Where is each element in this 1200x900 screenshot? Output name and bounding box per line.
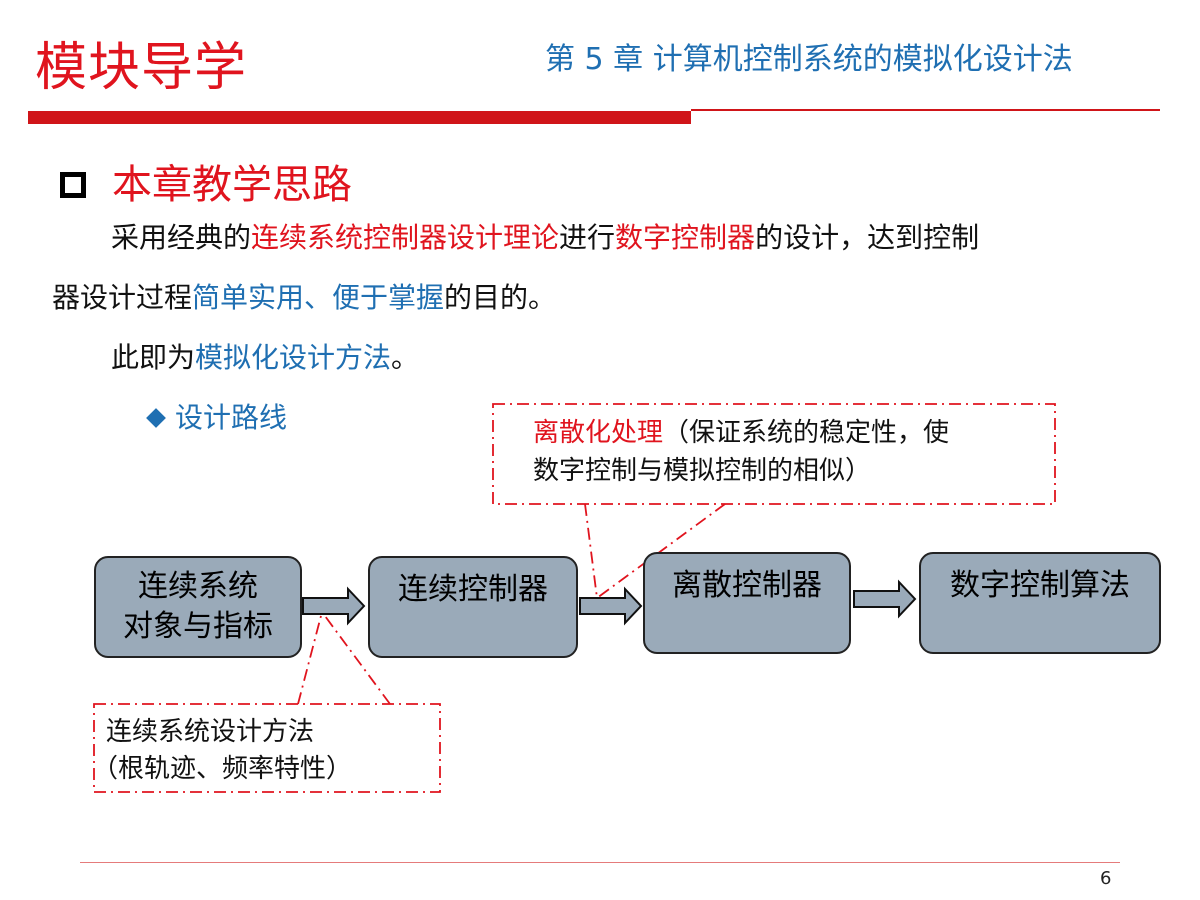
node-line: 连续控制器 <box>398 572 548 607</box>
bottom-note-connector-left <box>297 611 323 705</box>
flow-node-continuous-system: 连续系统 对象与指标 <box>94 556 302 658</box>
chapter-title: 第 5 章 计算机控制系统的模拟化设计法 <box>545 42 1073 77</box>
node-line: 离散控制器 <box>672 568 822 603</box>
square-bullet-icon <box>60 172 86 198</box>
flow-arrow-3 <box>853 579 917 619</box>
page-number: 6 <box>1100 868 1112 889</box>
flow-arrow-2 <box>579 586 643 626</box>
design-route-text: 设计路线 <box>175 401 288 434</box>
module-title: 模块导学 <box>35 38 248 98</box>
highlight-red: 连续系统控制器设计理论 <box>251 221 560 254</box>
flow-node-digital-algorithm: 数字控制算法 <box>919 552 1161 654</box>
highlight-blue: 模拟化设计方法 <box>195 341 392 374</box>
bottom-note-box <box>93 703 441 793</box>
paragraph-2: 此即为模拟化设计方法。 <box>111 338 419 378</box>
section-heading-text: 本章教学思路 <box>112 162 352 208</box>
flow-node-continuous-controller: 连续控制器 <box>368 556 578 658</box>
top-note-connector-right <box>596 503 726 599</box>
bottom-note-line-1: 连续系统设计方法 <box>106 717 315 747</box>
text-segment: 。 <box>391 341 420 374</box>
text-segment: 采用经典的 <box>111 221 252 254</box>
bottom-note-line-2: （根轨迹、频率特性） <box>92 754 353 784</box>
text-segment: 的目的。 <box>444 281 557 314</box>
node-line: 连续系统 <box>138 569 258 604</box>
paragraph-line-2: 器设计过程简单实用、便于掌握的目的。 <box>52 278 556 318</box>
top-note-connector-left <box>584 503 598 599</box>
design-route-label: 设计路线 <box>145 398 287 438</box>
text-segment: 此即为 <box>111 341 196 374</box>
text-segment: 的设计，达到控制 <box>755 221 980 254</box>
header-bar-thick <box>28 111 691 124</box>
highlight-blue: 简单实用、便于掌握 <box>192 281 445 314</box>
text-segment: 进行 <box>559 221 616 254</box>
top-note-line-2: 数字控制与模拟控制的相似） <box>533 456 872 486</box>
footer-divider <box>80 862 1120 863</box>
text-segment: （保证系统的稳定性，使 <box>663 418 950 448</box>
top-note-highlight: 离散化处理 <box>533 418 664 448</box>
flow-arrow-1 <box>302 586 366 626</box>
header-bar-thin <box>691 109 1160 111</box>
text-segment: 器设计过程 <box>52 281 193 314</box>
top-note-line-1: 离散化处理（保证系统的稳定性，使 <box>533 414 949 452</box>
paragraph-line-1: 采用经典的连续系统控制器设计理论进行数字控制器的设计，达到控制 <box>111 218 979 258</box>
node-line: 对象与指标 <box>123 609 273 644</box>
bottom-note-connector-right <box>321 611 391 705</box>
highlight-red: 数字控制器 <box>615 221 756 254</box>
node-line: 数字控制算法 <box>950 568 1130 603</box>
top-note-box <box>492 403 1056 505</box>
flow-node-discrete-controller: 离散控制器 <box>643 552 851 654</box>
section-heading: 本章教学思路 <box>60 155 352 215</box>
